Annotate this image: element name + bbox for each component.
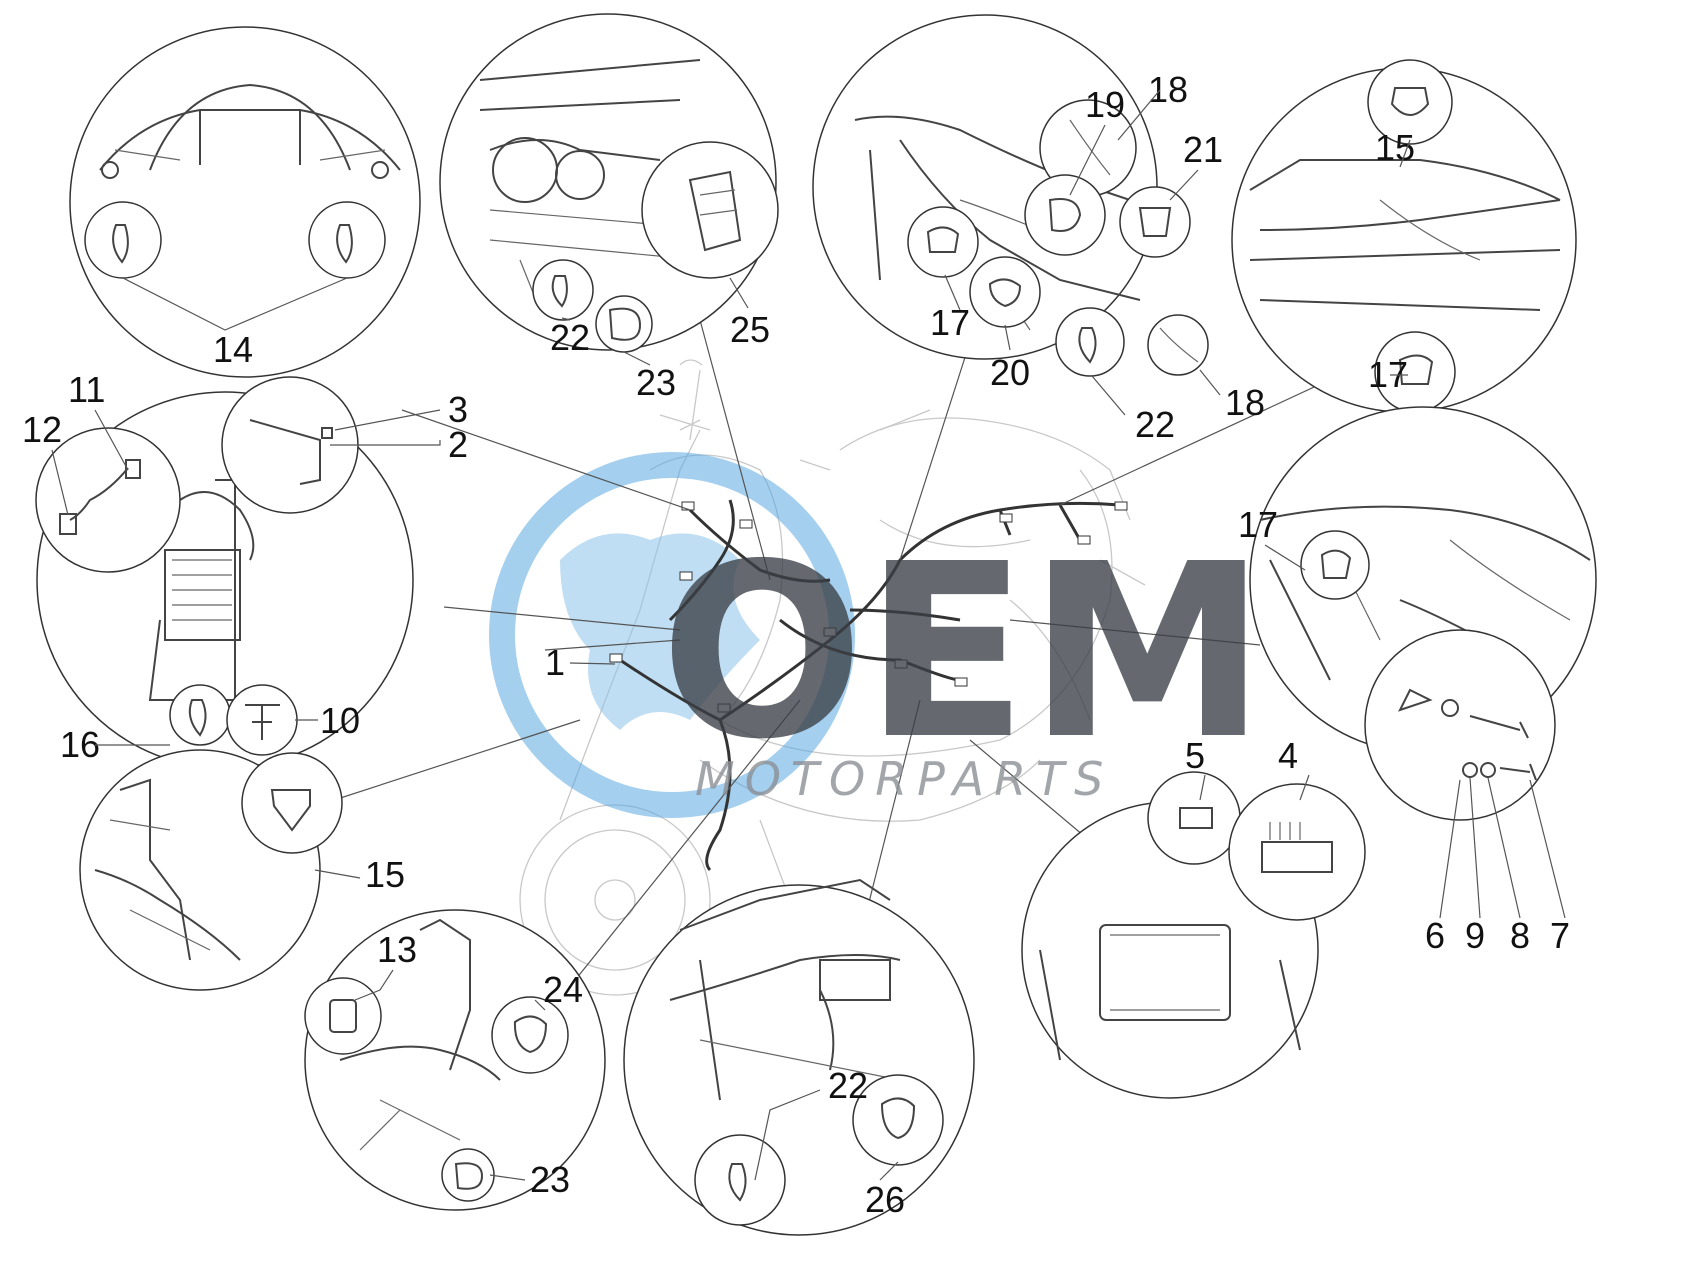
callout-9: 9 bbox=[1465, 915, 1485, 956]
callout-1: 1 bbox=[545, 642, 565, 683]
detail-rear-side bbox=[1249, 406, 1597, 821]
watermark-brand: OEM MOTORPARTS bbox=[660, 512, 1267, 806]
callout-2: 2 bbox=[448, 424, 468, 465]
callout-6: 6 bbox=[1425, 915, 1445, 956]
detail-rear-right bbox=[1231, 59, 1577, 413]
callout-12: 12 bbox=[22, 409, 62, 450]
callout-25: 25 bbox=[730, 309, 770, 350]
callout-15-rear: 15 bbox=[1375, 127, 1415, 168]
callout-14: 14 bbox=[213, 329, 253, 370]
callout-26: 26 bbox=[865, 1179, 905, 1220]
callout-3: 3 bbox=[448, 389, 468, 430]
callout-17-rear-side: 17 bbox=[1238, 504, 1278, 545]
callout-11: 11 bbox=[68, 369, 105, 410]
callout-21: 21 bbox=[1183, 129, 1223, 170]
callout-20: 20 bbox=[990, 352, 1030, 393]
callout-7: 7 bbox=[1550, 915, 1570, 956]
callout-leaders bbox=[51, 89, 1566, 1181]
detail-front-panel bbox=[439, 13, 779, 353]
watermark-globe bbox=[489, 452, 855, 818]
detail-battery bbox=[1021, 771, 1366, 1099]
detail-underseat bbox=[623, 878, 975, 1236]
callout-24: 24 bbox=[543, 969, 583, 1010]
callout-22-front: 22 bbox=[550, 317, 590, 358]
callout-5: 5 bbox=[1185, 735, 1205, 776]
watermark-subtitle: MOTORPARTS bbox=[695, 752, 1113, 806]
callout-18-bottom: 18 bbox=[1225, 382, 1265, 423]
callout-22-underseat: 22 bbox=[828, 1065, 868, 1106]
callout-23-steering: 23 bbox=[530, 1159, 570, 1200]
callout-19: 19 bbox=[1085, 84, 1125, 125]
detail-rear-frame bbox=[812, 14, 1209, 377]
watermark-brand-text: OEM bbox=[660, 512, 1267, 792]
callout-15-front: 15 bbox=[365, 854, 405, 895]
callout-8: 8 bbox=[1510, 915, 1530, 956]
wiring-harness bbox=[609, 499, 1128, 872]
callout-10: 10 bbox=[320, 700, 360, 741]
callout-17-frame: 17 bbox=[930, 302, 970, 343]
callout-13: 13 bbox=[377, 929, 417, 970]
detail-handlebar bbox=[69, 26, 421, 378]
callout-4: 4 bbox=[1278, 735, 1298, 776]
detail-regulator bbox=[35, 376, 414, 769]
callout-16: 16 bbox=[60, 724, 100, 765]
callout-18-top: 18 bbox=[1148, 69, 1188, 110]
detail-front-lower bbox=[79, 749, 343, 991]
callout-labels: 1 2 3 4 5 6 7 8 9 10 11 12 13 14 15 15 1… bbox=[22, 69, 1570, 1220]
callout-23-front: 23 bbox=[636, 362, 676, 403]
callout-22-frame: 22 bbox=[1135, 404, 1175, 445]
